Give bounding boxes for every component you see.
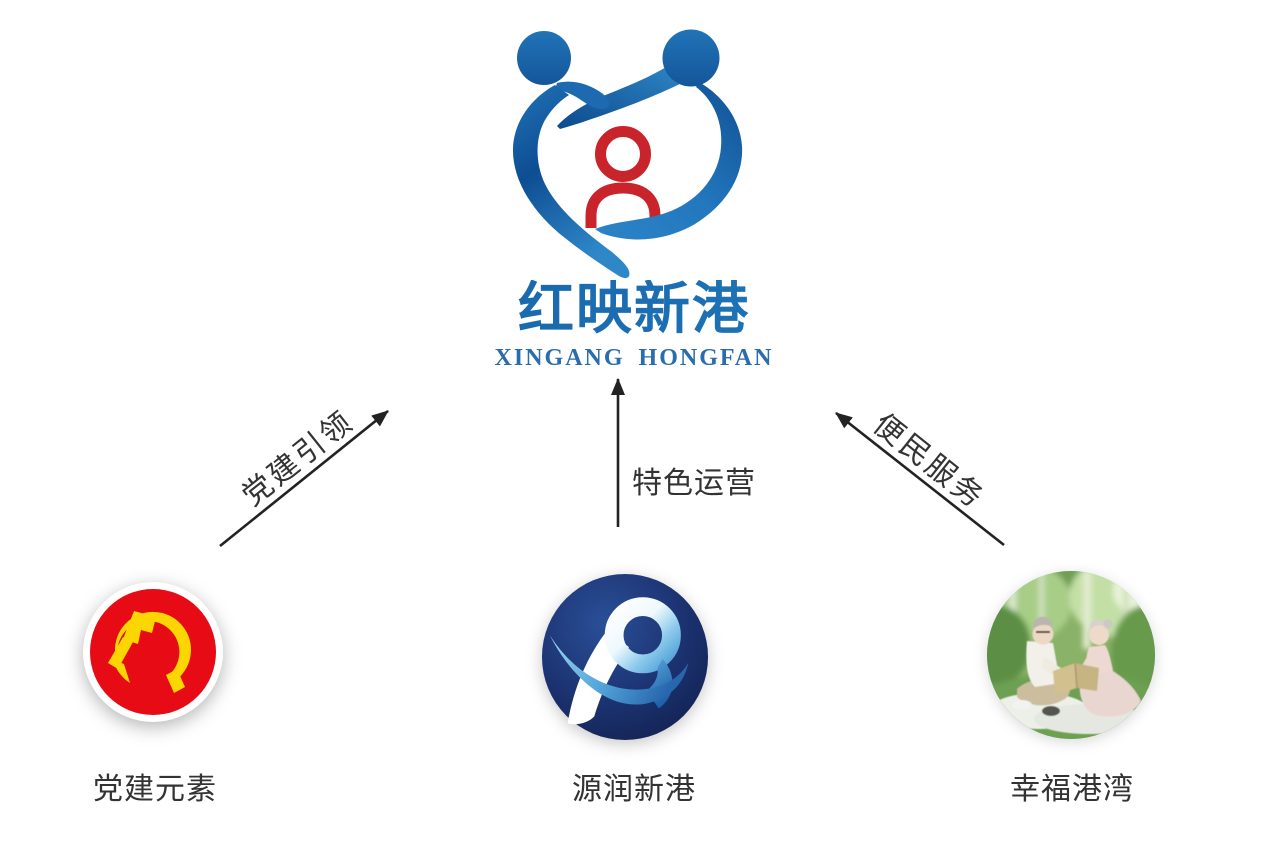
connection-label-convenient-service: 便民服务 [866,407,991,516]
right-figure-arm-swoosh [557,67,686,129]
node-label-happy-harbor: 幸福港湾 [1010,773,1134,806]
elderly-couple-photo [987,571,1155,739]
brand-heart-logo [512,29,743,278]
red-person-icon [585,126,661,228]
left-figure-body [512,85,630,278]
left-figure-arm [555,81,610,110]
node-label-yuanrun-xingang: 源润新港 [572,773,696,806]
right-figure-body [595,82,743,240]
brand-title: 红映新港 [0,279,1268,339]
node-label-party-element: 党建元素 [93,773,217,806]
open-book [1053,662,1099,695]
left-figure-head [517,31,571,85]
connection-label-featured-operation: 特色运营 [632,467,756,500]
cpc-party-emblem-icon [83,582,223,722]
yuanrun-xingang-logo-icon [541,573,709,741]
brand-subtitle: XINGANG HONGFAN [494,345,774,371]
right-figure-head [662,29,720,87]
connection-label-party-leadership: 党建引领 [236,404,361,513]
